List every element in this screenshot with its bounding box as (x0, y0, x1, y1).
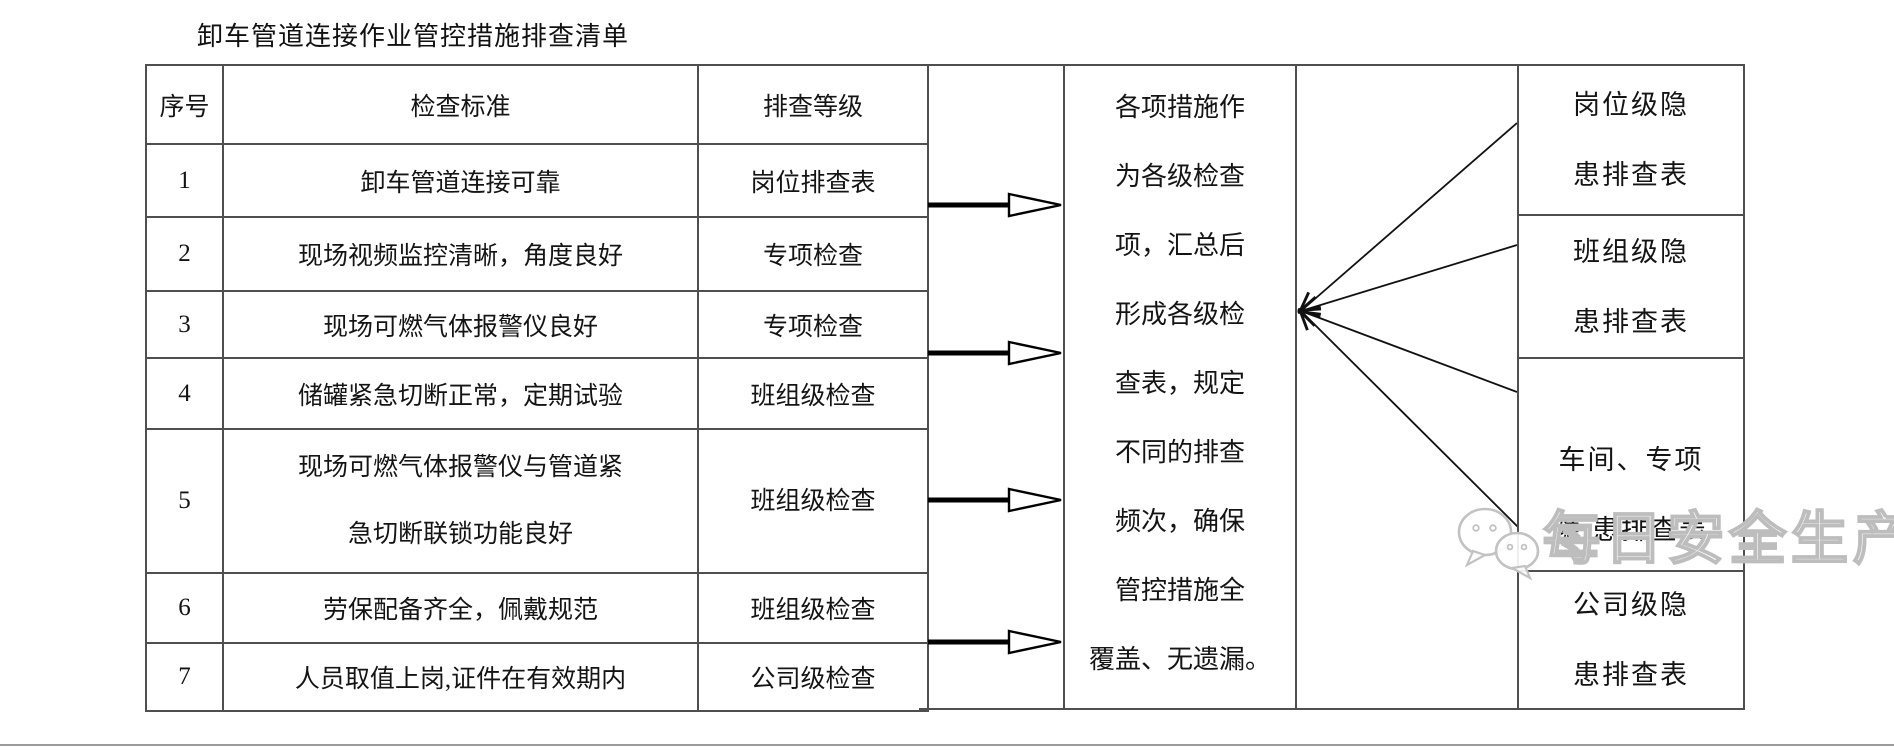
row-level: 专项检查 (697, 290, 929, 359)
output-table-label-line2: 患排查表 (1573, 306, 1689, 337)
output-table-company-level: 公司级隐 患排查表 (1519, 570, 1743, 708)
summary-note-line: 各项措施作 (1114, 93, 1245, 122)
row-standard: 人员取值上岗,证件在有效期内 (222, 642, 699, 712)
table-header-row: 序号 检查标准 排查等级 (145, 64, 929, 145)
table-row: 1 卸车管道连接可靠 岗位排查表 (145, 143, 929, 218)
row-num: 7 (145, 642, 224, 712)
row-num: 6 (145, 572, 224, 644)
flow-arrow-icon (928, 487, 1062, 513)
row-standard-line2: 急切断联锁功能良好 (347, 521, 573, 548)
wechat-icon (1457, 507, 1540, 581)
row-num: 5 (145, 428, 224, 574)
summary-note-line: 形成各级检 (1114, 300, 1245, 329)
frame-bottom-line (1295, 708, 1519, 710)
watermark-text: 每日安全生产 (1542, 507, 1894, 572)
output-tables-column: 岗位级隐 患排查表 班组级隐 患排查表 车间、专项 隐 患排查表 公司级隐 患排… (1517, 64, 1745, 710)
row-standard: 劳保配备齐全，佩戴规范 (222, 572, 699, 644)
row-standard: 储罐紧急切断正常，定期试验 (222, 357, 699, 430)
row-level: 专项检查 (697, 216, 929, 292)
output-table-label-line1: 公司级隐 (1573, 590, 1689, 620)
table-row: 4 储罐紧急切断正常，定期试验 班组级检查 (145, 357, 929, 430)
row-num: 2 (145, 216, 224, 292)
summary-note-line: 为各级检查 (1114, 162, 1245, 191)
table-row: 3 现场可燃气体报警仪良好 专项检查 (145, 290, 929, 359)
row-level: 公司级检查 (697, 642, 929, 712)
page-bottom-rule (0, 744, 1894, 746)
watermark: 每日安全生产 (1455, 498, 1894, 582)
output-table-label-line1: 班组级隐 (1573, 236, 1689, 267)
row-standard: 卸车管道连接可靠 (222, 143, 699, 218)
row-standard: 现场可燃气体报警仪良好 (222, 290, 699, 359)
output-table-label-line2: 患排查表 (1573, 160, 1689, 190)
output-table-label-line2: 患排查表 (1573, 660, 1689, 690)
summary-note: 各项措施作 为各级检查 项，汇总后 形成各级检 查表，规定 不同的排查 频次，确… (1063, 64, 1297, 710)
table-row: 2 现场视频监控清晰，角度良好 专项检查 (145, 216, 929, 292)
flow-arrow-icon (928, 340, 1062, 366)
fan-lines (1297, 122, 1519, 528)
row-standard-line1: 现场可燃气体报警仪与管道紧 (297, 454, 623, 481)
header-num: 序号 (145, 64, 224, 145)
summary-note-line: 管控措施全 (1114, 576, 1245, 605)
checklist-table: 序号 检查标准 排查等级 1 卸车管道连接可靠 岗位排查表 2 现场视频监控清晰… (145, 64, 929, 712)
summary-note-line: 查表，规定 (1114, 369, 1245, 398)
output-table-label-line1: 岗位级隐 (1573, 90, 1689, 120)
summary-note-line: 频次，确保 (1114, 507, 1245, 536)
header-standard: 检查标准 (222, 64, 699, 145)
row-num: 3 (145, 290, 224, 359)
output-table-post-level: 岗位级隐 患排查表 (1519, 66, 1743, 214)
flow-arrow-icon (928, 192, 1062, 218)
table-row: 7 人员取值上岗,证件在有效期内 公司级检查 (145, 642, 929, 712)
summary-note-line: 不同的排查 (1114, 438, 1245, 467)
output-table-label-line2: 隐 患排查表 (1554, 515, 1708, 545)
row-level: 班组级检查 (697, 357, 929, 430)
frame-top-line (919, 64, 1065, 66)
output-table-label-line1: 车间、专项 (1558, 445, 1704, 475)
row-level: 岗位排查表 (697, 143, 929, 218)
frame-top-line (1295, 64, 1519, 66)
flow-arrow-icon (928, 629, 1062, 655)
row-level: 班组级检查 (697, 428, 929, 574)
summary-note-line: 覆盖、无遗漏。 (1088, 645, 1271, 674)
table-row: 5 现场可燃气体报警仪与管道紧 急切断联锁功能良好 班组级检查 (145, 428, 929, 574)
row-level: 班组级检查 (697, 572, 929, 644)
summary-note-line: 项，汇总后 (1114, 231, 1245, 260)
output-table-team-level: 班组级隐 患排查表 (1519, 214, 1743, 357)
row-standard: 现场可燃气体报警仪与管道紧 急切断联锁功能良好 (222, 428, 699, 574)
table-row: 6 劳保配备齐全，佩戴规范 班组级检查 (145, 572, 929, 644)
output-table-workshop-special: 车间、专项 隐 患排查表 (1519, 357, 1743, 570)
row-num: 4 (145, 357, 224, 430)
row-standard: 现场视频监控清晰，角度良好 (222, 216, 699, 292)
header-level: 排查等级 (697, 64, 929, 145)
row-num: 1 (145, 143, 224, 218)
page-title: 卸车管道连接作业管控措施排查清单 (197, 22, 630, 51)
frame-bottom-line (919, 708, 1065, 710)
